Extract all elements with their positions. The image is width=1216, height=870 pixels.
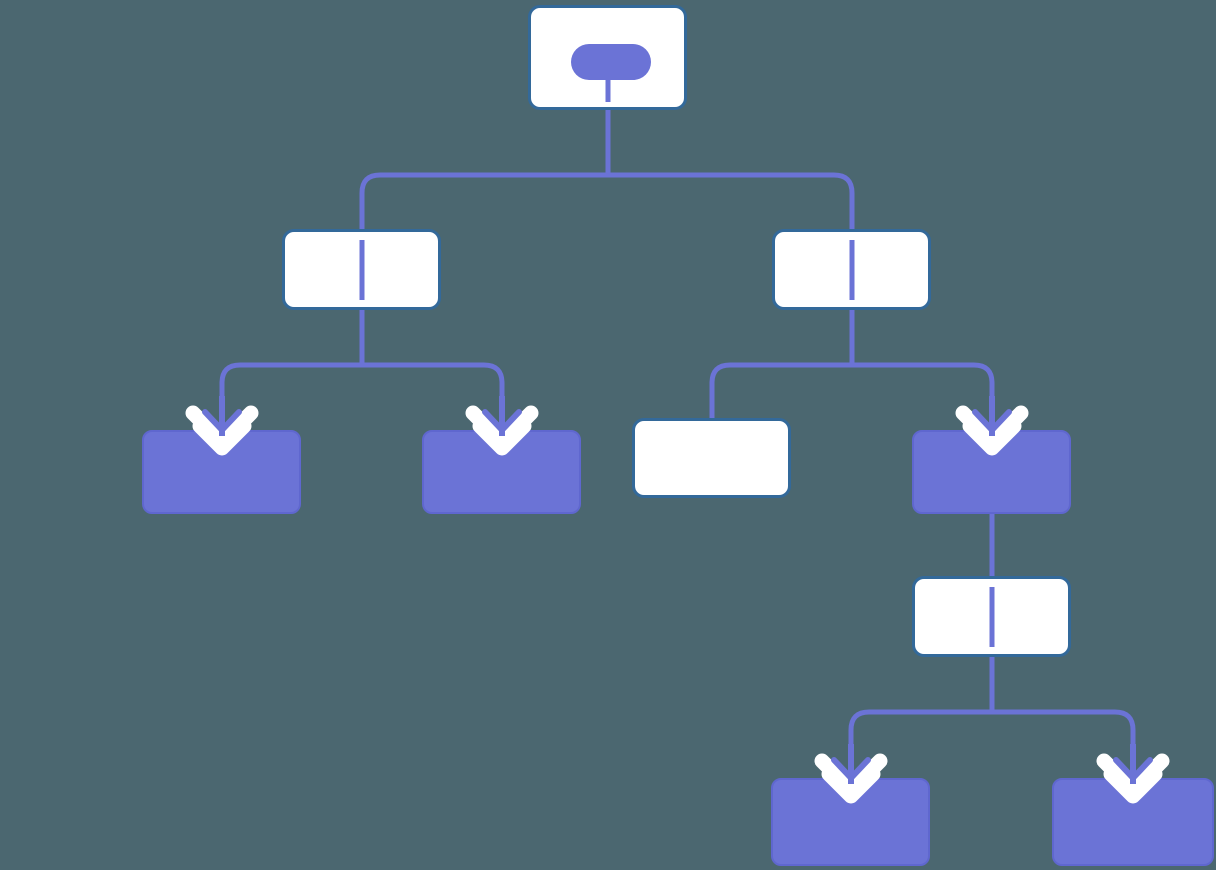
root-node-pill	[571, 44, 651, 80]
edge-level1-left-to-leaf-b	[362, 362, 505, 440]
edge-level3-to-leaf-b	[992, 709, 1136, 788]
double-chevron-down-icon	[955, 396, 1029, 456]
level4-leaf-b[interactable]	[1052, 778, 1214, 866]
level2-white-node[interactable]	[632, 418, 791, 498]
double-chevron-down-icon	[465, 396, 539, 456]
double-chevron-down-icon	[814, 744, 888, 804]
edge-level3-to-leaf-a	[848, 709, 992, 788]
double-chevron-down-icon	[185, 396, 259, 456]
double-chevron-down-icon	[1096, 744, 1170, 804]
edge-root-to-level1-right	[608, 172, 855, 232]
edge-level1-right-to-branch-node	[852, 362, 995, 440]
edge-level1-right-to-white-node	[709, 362, 852, 424]
edge-root-to-level1-left	[359, 172, 608, 232]
edge-level1-left-to-leaf-a	[219, 362, 362, 440]
